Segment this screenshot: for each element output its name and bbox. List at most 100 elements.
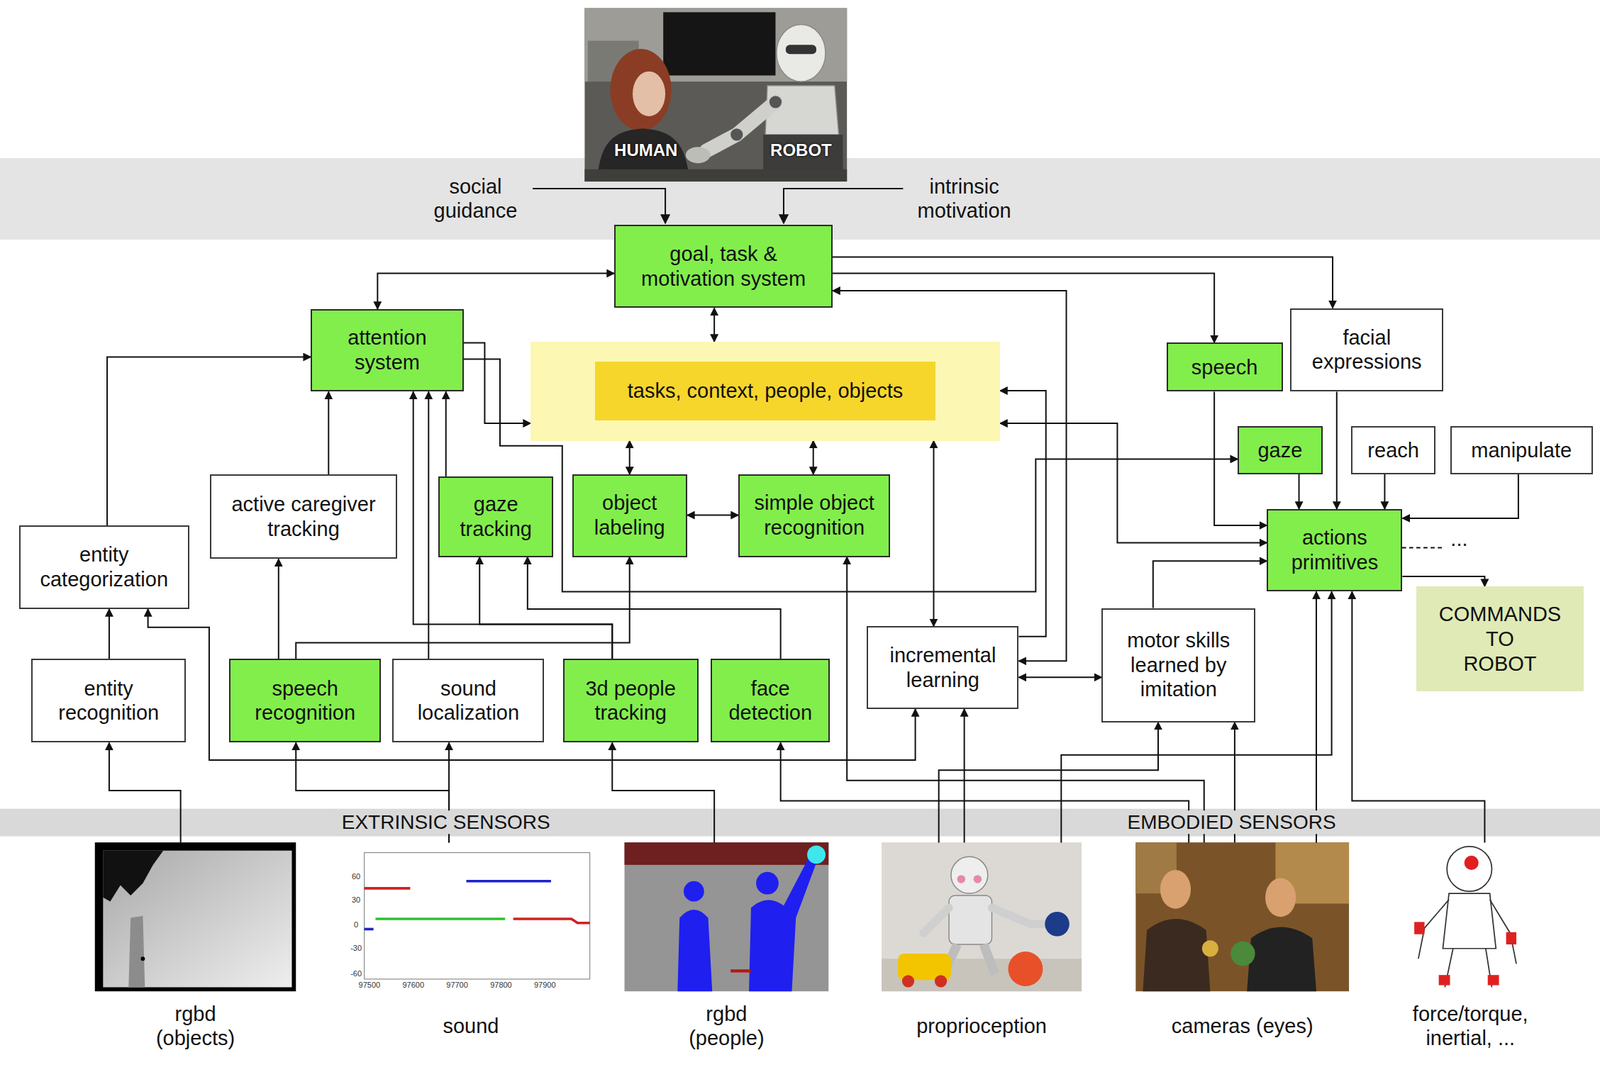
connector bbox=[1018, 676, 1102, 679]
box-label: goal, task & motivation system bbox=[634, 241, 813, 292]
camera-view bbox=[1160, 870, 1191, 910]
depth-people bbox=[683, 881, 705, 903]
robot-photo bbox=[948, 895, 992, 945]
connector bbox=[527, 557, 781, 660]
axis-tick: 60 bbox=[351, 873, 361, 883]
module-box: speech recognition bbox=[229, 658, 381, 743]
sensor-panel: force/torque, inertial, ... bbox=[1387, 842, 1554, 1061]
connector bbox=[479, 557, 613, 660]
sensor-panel: proprioception bbox=[881, 842, 1082, 1061]
input-arrow bbox=[532, 188, 666, 224]
box-label: 3d people tracking bbox=[570, 676, 692, 727]
depth-people bbox=[624, 842, 830, 992]
connector bbox=[629, 441, 631, 475]
sensor-caption: rgbd (objects) bbox=[142, 1002, 249, 1052]
camera-view bbox=[1142, 919, 1210, 992]
connector bbox=[1153, 560, 1268, 608]
robot-photo bbox=[923, 907, 949, 934]
human-robot-photo bbox=[584, 8, 847, 183]
connector bbox=[278, 558, 280, 659]
module-box: object labeling bbox=[572, 474, 688, 558]
robot-photo bbox=[943, 944, 996, 975]
robot-photo bbox=[1044, 912, 1070, 937]
connector bbox=[1336, 391, 1338, 509]
box-label: entity categorization bbox=[26, 542, 183, 593]
box-label: speech recognition bbox=[236, 676, 374, 727]
box-label: object labeling bbox=[579, 490, 681, 541]
connector bbox=[932, 441, 935, 627]
connector bbox=[713, 307, 715, 342]
band-heading: EMBODIED SENSORS bbox=[1121, 810, 1342, 835]
sensor-caption: rgbd (people) bbox=[673, 1002, 780, 1052]
robot-photo bbox=[881, 842, 1082, 992]
annotation: ... bbox=[1450, 526, 1468, 552]
module-box: speech bbox=[1166, 342, 1283, 392]
connector bbox=[1383, 474, 1386, 510]
camera-view bbox=[1246, 927, 1317, 993]
connector bbox=[148, 609, 916, 761]
camera-view bbox=[1135, 842, 1349, 992]
robot-sensor-sketch bbox=[1464, 856, 1479, 871]
robot-sensor-sketch bbox=[1506, 932, 1517, 945]
box-label: simple object recognition bbox=[745, 490, 883, 541]
human-robot-photo bbox=[584, 8, 847, 183]
sensor-panel: rgbd (people) bbox=[624, 842, 830, 1061]
human-robot-photo bbox=[785, 44, 817, 54]
sensor-caption: sound bbox=[442, 1014, 499, 1040]
connector bbox=[109, 742, 181, 843]
human-robot-photo bbox=[609, 48, 671, 131]
human-robot-photo bbox=[584, 169, 847, 182]
box-label: facial expressions bbox=[1297, 325, 1437, 376]
depth-image bbox=[102, 851, 292, 988]
module-box: facial expressions bbox=[1290, 308, 1444, 393]
connector bbox=[1060, 591, 1332, 843]
depth-people bbox=[624, 842, 830, 866]
module-box: 3d people tracking bbox=[563, 658, 699, 743]
human-robot-photo bbox=[632, 71, 666, 117]
human-robot-photo bbox=[663, 12, 776, 76]
annotation: intrinsic motivation bbox=[904, 174, 1025, 225]
robot-photo bbox=[1008, 951, 1044, 987]
connector bbox=[108, 609, 110, 660]
depth-image bbox=[102, 851, 164, 903]
box-label: gaze tracking bbox=[445, 492, 547, 542]
module-box: reach bbox=[1351, 426, 1436, 475]
sound-plot bbox=[466, 880, 552, 883]
connector bbox=[427, 391, 430, 659]
box-label: motor skills learned by imitation bbox=[1108, 628, 1249, 703]
module-box: gaze tracking bbox=[438, 476, 554, 558]
depth-image bbox=[95, 842, 296, 992]
box-label: tasks, context, people, objects bbox=[595, 361, 937, 421]
sensor-panel: rgbd (objects) bbox=[95, 842, 296, 1061]
sound-plot bbox=[350, 842, 593, 992]
axis-tick: -60 bbox=[350, 969, 362, 979]
photo-caption: ROBOT bbox=[770, 139, 832, 161]
module-box: face detection bbox=[710, 658, 830, 743]
connector bbox=[612, 742, 715, 843]
robot-photo bbox=[902, 975, 915, 988]
robot-sensor-sketch bbox=[1487, 975, 1500, 986]
connector bbox=[832, 273, 1215, 344]
robot-sensor-sketch bbox=[1442, 893, 1496, 949]
depth-people bbox=[677, 909, 713, 992]
sound-plot bbox=[364, 928, 374, 932]
box-label: active caregiver tracking bbox=[217, 492, 391, 542]
connector bbox=[445, 391, 447, 476]
sound-plot bbox=[364, 853, 591, 980]
sensor-panel: sound bbox=[350, 842, 593, 1061]
robot-photo bbox=[934, 975, 947, 988]
module-box: incremental learning bbox=[866, 626, 1019, 710]
module-box: attention system bbox=[310, 309, 464, 393]
module-box: manipulate bbox=[1450, 426, 1593, 475]
photo-caption: HUMAN bbox=[614, 139, 678, 161]
connector bbox=[1000, 390, 1047, 637]
box-label: sound localization bbox=[399, 676, 537, 727]
robot-photo bbox=[951, 856, 988, 894]
sensor-caption: cameras (eyes) bbox=[1171, 1014, 1314, 1040]
module-box: goal, task & motivation system bbox=[614, 224, 833, 309]
axis-tick: 97800 bbox=[490, 980, 513, 991]
module-box: motor skills learned by imitation bbox=[1101, 608, 1256, 723]
box-label: reach bbox=[1367, 438, 1420, 464]
depth-people bbox=[807, 845, 826, 864]
